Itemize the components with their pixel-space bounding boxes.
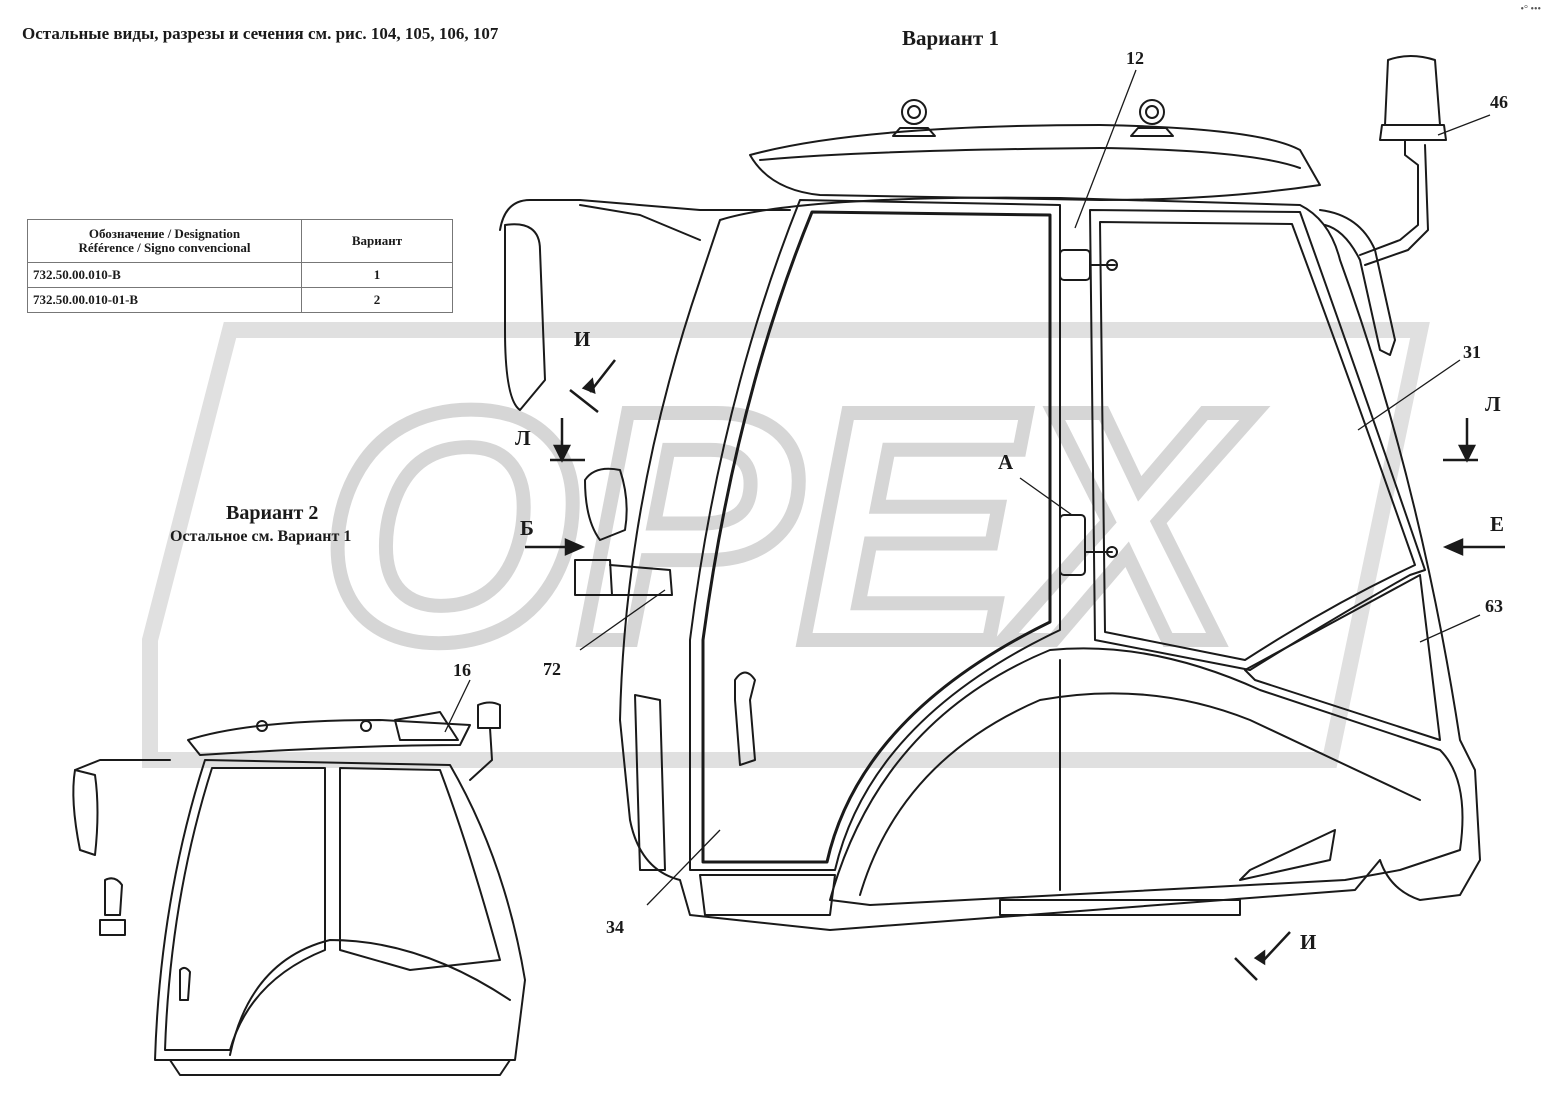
variant-cell: 2	[301, 287, 453, 313]
view-label-a: А	[998, 450, 1014, 474]
table-row: 732.50.00.010-В 1	[27, 262, 453, 288]
view-arrows	[525, 359, 1505, 981]
view-label-l-right: Л	[1485, 392, 1501, 416]
corner-mark: •° •••	[1520, 4, 1541, 15]
variant-cell: 1	[301, 262, 453, 288]
header-note: Остальные виды, разрезы и сечения см. ри…	[22, 24, 499, 43]
callout-34: 34	[606, 917, 624, 937]
designation-header-line2: Référence / Signo convencional	[78, 240, 251, 255]
designation-header-line1: Обозначение / Designation	[88, 226, 241, 241]
callout-72: 72	[543, 659, 561, 679]
variant1-title: Вариант 1	[902, 26, 999, 50]
variant-table: Обозначение / Designation Référence / Si…	[27, 219, 453, 313]
designation-cell: 732.50.00.010-В	[27, 262, 302, 288]
callout-46: 46	[1490, 92, 1508, 112]
callout-12: 12	[1126, 48, 1144, 68]
cab-variant2	[72, 701, 526, 1076]
table-row: 732.50.00.010-01-В 2	[27, 287, 453, 313]
table-header-row: Обозначение / Designation Référence / Si…	[27, 219, 453, 263]
variant-header: Вариант	[301, 219, 453, 263]
view-label-b-left: Б	[520, 516, 534, 540]
watermark-text: OPEX	[321, 341, 1255, 710]
view-label-i-top: И	[574, 327, 591, 351]
callout-63: 63	[1485, 596, 1503, 616]
callout-31: 31	[1463, 342, 1481, 362]
view-label-l-left: Л	[515, 426, 531, 450]
view-label-i-bottom: И	[1300, 930, 1317, 954]
cab-variant1	[499, 55, 1481, 931]
view-label-e-right: Е	[1490, 512, 1505, 536]
variant2-subtitle: Остальное см. Вариант 1	[170, 528, 352, 545]
variant2-title: Вариант 2	[226, 502, 319, 524]
designation-header: Обозначение / Designation Référence / Si…	[27, 219, 302, 263]
designation-cell: 732.50.00.010-01-В	[27, 287, 302, 313]
callout-16: 16	[453, 660, 471, 680]
